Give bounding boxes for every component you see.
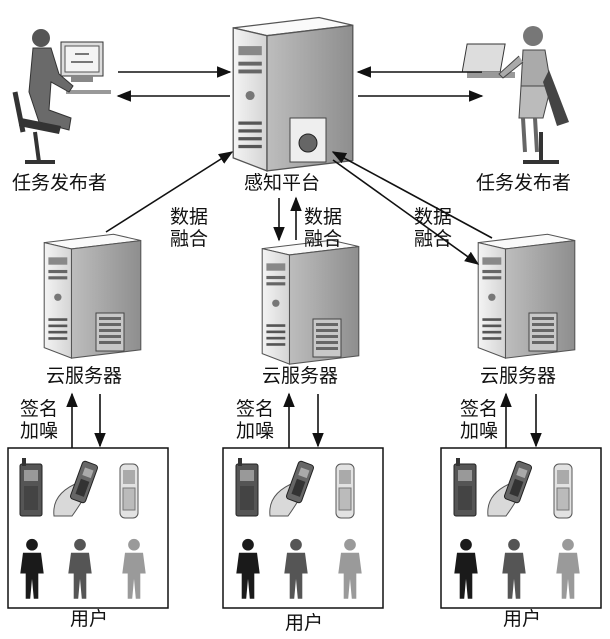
cloud-server-mid-icon: [262, 240, 359, 364]
platform-server-icon: [233, 18, 353, 171]
person-dark-icon: [20, 539, 43, 599]
person-dark-icon: [236, 539, 259, 599]
phone-brick-icon: [454, 458, 476, 516]
person-light-icon: [338, 539, 361, 599]
fusion-left-label: 数据 融合: [170, 206, 208, 250]
publisher-left-label: 任务发布者: [12, 172, 107, 194]
fusion-mid-label: 数据 融合: [304, 206, 342, 250]
publisher-right-label: 任务发布者: [476, 172, 571, 194]
arrow-cloud-right-to-platform: [333, 152, 492, 238]
users-left-label: 用户: [70, 608, 108, 630]
publisher-left-icon: [15, 29, 111, 162]
arrow-cloud-left-to-platform: [106, 152, 232, 232]
phone-brick-icon: [20, 458, 42, 516]
sign-noise-left-label: 签名 加噪: [20, 398, 58, 442]
person-mid-icon: [502, 539, 525, 599]
phone-in-hand-icon: [270, 460, 315, 516]
cloud-server-left-icon: [44, 234, 141, 358]
person-mid-icon: [284, 539, 307, 599]
person-mid-icon: [68, 539, 91, 599]
person-dark-icon: [454, 539, 477, 599]
cloud-server-mid-label: 云服务器: [262, 365, 338, 387]
phone-in-hand-icon: [488, 460, 533, 516]
person-light-icon: [122, 539, 145, 599]
users-right-label: 用户: [503, 608, 541, 630]
cloud-server-right-label: 云服务器: [480, 365, 556, 387]
phone-brick-icon: [236, 458, 258, 516]
sign-noise-right-label: 签名 加噪: [460, 398, 498, 442]
publisher-right-icon: [462, 26, 569, 162]
cloud-server-right-icon: [478, 234, 575, 358]
sign-noise-mid-label: 签名 加噪: [236, 398, 274, 442]
phone-slim-icon: [554, 464, 572, 518]
cloud-server-left-label: 云服务器: [46, 365, 122, 387]
platform-label: 感知平台: [244, 172, 320, 194]
fusion-right-label: 数据 融合: [414, 206, 452, 250]
phone-slim-icon: [120, 464, 138, 518]
phone-in-hand-icon: [54, 460, 99, 516]
phone-slim-icon: [336, 464, 354, 518]
users-mid-label: 用户: [285, 612, 323, 634]
person-light-icon: [556, 539, 579, 599]
